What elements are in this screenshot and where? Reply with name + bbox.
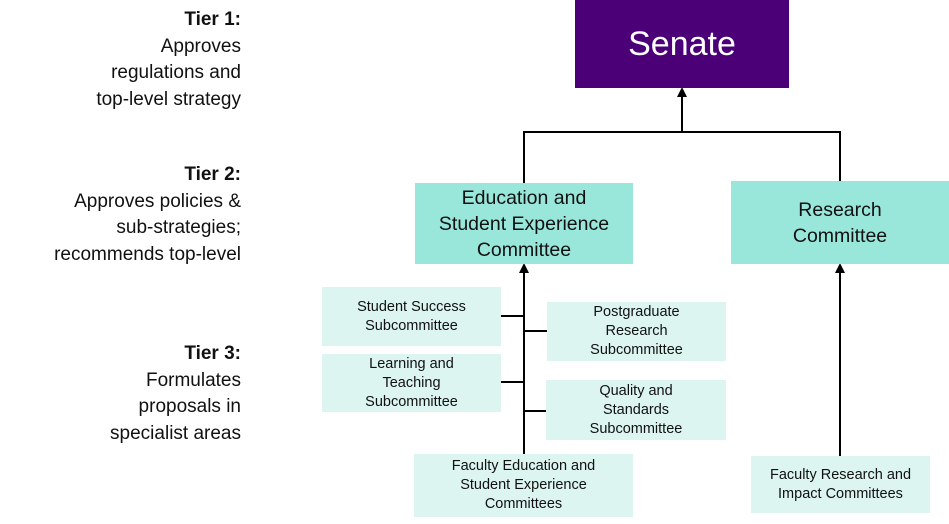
tier-3-line: specialist areas [110, 422, 241, 444]
tier-2-label: Tier 2: Approves policies & sub-strategi… [54, 162, 241, 268]
box-line: Impact Committees [778, 485, 903, 502]
senate-box: Senate [575, 0, 789, 88]
box-line: Teaching [382, 374, 441, 391]
box-line: Student Success [357, 298, 466, 315]
tier-3-line: proposals in [138, 396, 241, 417]
tier-3-title: Tier 3: [184, 343, 241, 364]
box-line: Standards [602, 401, 670, 418]
senate-label: Senate [628, 24, 736, 63]
box-line: Committees [484, 496, 563, 512]
tier-2-line: sub-strategies; [116, 217, 241, 238]
box-line: Subcommittee [365, 317, 458, 334]
box-line: Education and [461, 186, 587, 209]
box-line: Learning and [369, 355, 454, 372]
box-line: Subcommittee [589, 420, 683, 437]
tier-1-line: Approves [160, 35, 241, 57]
box-line: Committee [792, 224, 888, 247]
box-line: Faculty Research and [769, 466, 912, 483]
box-line: Subcommittee [590, 342, 683, 358]
tier-2-line: Approves policies & [74, 190, 241, 212]
box-line: Postgraduate [593, 304, 680, 320]
box-line: Research [798, 198, 882, 221]
box-line: Subcommittee [365, 393, 458, 410]
box-line: Faculty Education and [451, 458, 596, 474]
tier-3-label: Tier 3: Formulates proposals in speciali… [110, 341, 241, 447]
box-line: Committee [476, 238, 572, 261]
tier-3-line: Formulates [145, 369, 241, 391]
tier-1-line: top-level strategy [96, 88, 241, 110]
tier-2-title: Tier 2: [184, 164, 241, 185]
tier-1-label: Tier 1: Approves regulations and top-lev… [96, 7, 241, 113]
box-line: Student Experience [438, 212, 610, 235]
tier-1-line: regulations and [111, 62, 241, 83]
tier-1-title: Tier 1: [184, 9, 241, 30]
box-line: Quality and [599, 382, 673, 399]
tier-2-line: recommends top-level [54, 243, 241, 265]
box-line: Student Experience [460, 477, 587, 493]
box-line: Research [605, 323, 668, 339]
